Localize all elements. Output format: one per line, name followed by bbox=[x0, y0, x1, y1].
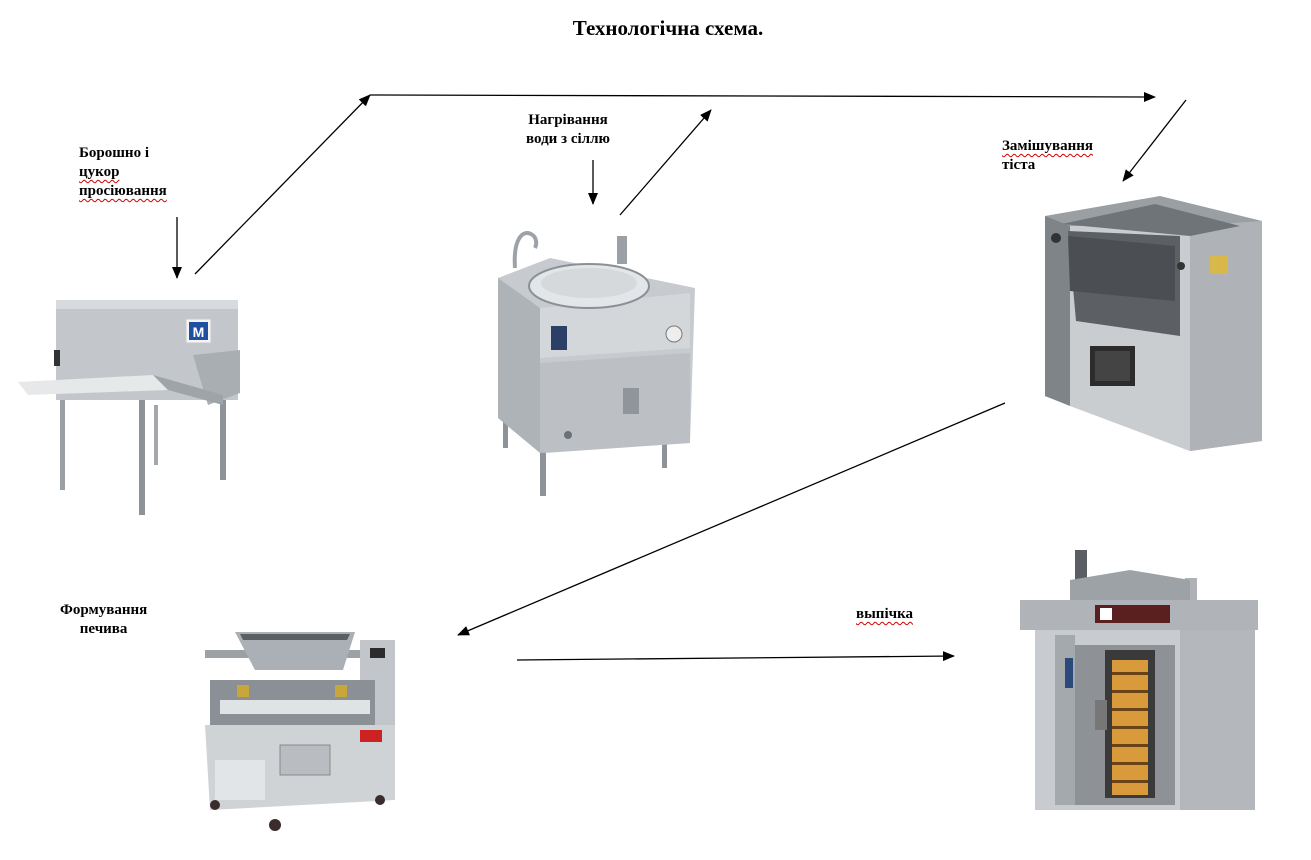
kettle-machine-image bbox=[498, 231, 695, 496]
label-heating-line-2: води з сіллю bbox=[526, 131, 610, 147]
label-baking-line-1: выпічка bbox=[856, 606, 913, 622]
label-forming: Формування печива bbox=[60, 601, 147, 639]
oven-machine-image bbox=[1020, 550, 1258, 810]
page-title: Технологічна схема. bbox=[572, 16, 764, 40]
label-mixing-line-2: тіста bbox=[1002, 157, 1036, 173]
label-forming-line-1: Формування bbox=[60, 602, 148, 618]
former-machine-image bbox=[205, 632, 395, 831]
label-mixing: Замішування тіста bbox=[1002, 137, 1093, 175]
label-sifting-line-2: цукор bbox=[79, 164, 120, 180]
arrow-mixer-to-former bbox=[457, 402, 1006, 636]
label-heating-line-1: Нагрівання bbox=[528, 112, 608, 128]
arrow-kettle-up bbox=[619, 109, 712, 216]
label-heating: Нагрівання води з сіллю bbox=[526, 111, 610, 149]
mixer-machine-image bbox=[1045, 196, 1262, 451]
arrow-top-to-mixer bbox=[369, 91, 1156, 102]
label-sifting: Борошно і цукор просіювання bbox=[79, 144, 167, 201]
arrow-former-to-oven bbox=[516, 651, 955, 662]
label-mixing-line-1: Замішування bbox=[1002, 138, 1093, 154]
label-forming-line-2: печива bbox=[79, 621, 128, 637]
label-sifting-line-1: Борошно і bbox=[79, 145, 149, 161]
label-baking: выпічка bbox=[856, 605, 913, 624]
sifter-logo-text: M bbox=[193, 324, 205, 340]
arrow-down-to-mixer bbox=[1122, 99, 1187, 182]
arrow-sifter-up bbox=[194, 94, 371, 275]
label-sifting-line-3: просіювання bbox=[79, 183, 167, 199]
sifter-machine-image: M bbox=[18, 300, 240, 515]
